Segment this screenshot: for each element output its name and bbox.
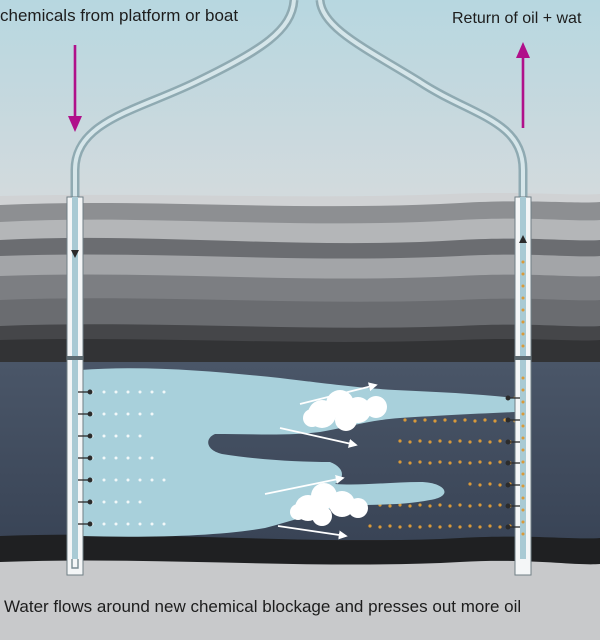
diagram-caption: Water flows around new chemical blockage… [4,597,521,617]
production-well [515,197,531,575]
lower-strata [0,535,600,640]
sky-background [0,0,600,200]
injection-well [67,197,83,575]
injection-label: chemicals from platform or boat [0,6,238,26]
return-label: Return of oil + wat [452,10,581,28]
